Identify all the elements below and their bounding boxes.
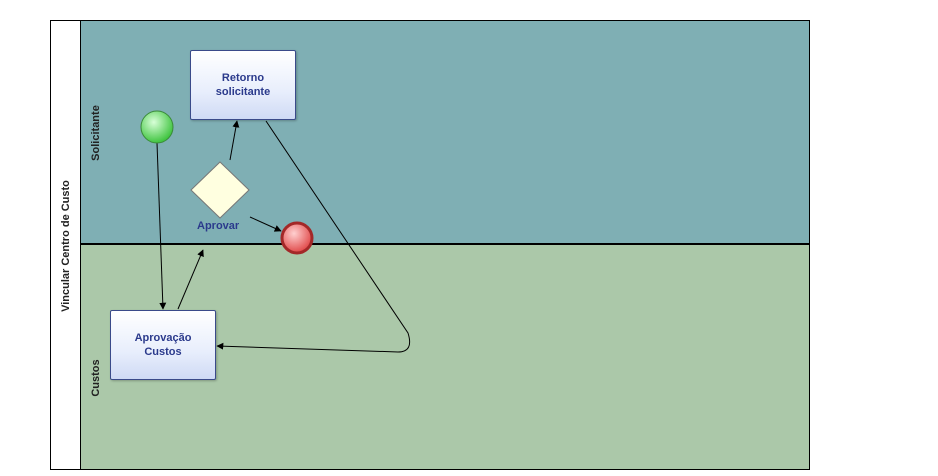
gateway-label: Aprovar	[197, 220, 240, 232]
task-aprovacao-custos[interactable]: Aprovação Custos	[110, 310, 216, 380]
flow-aprovacao-to-gateway[interactable]	[177, 249, 204, 310]
start-event[interactable]	[140, 110, 174, 144]
flow-gateway-to-end[interactable]	[249, 216, 282, 232]
task-retorno-label: Retorno solicitante	[215, 72, 271, 98]
pool: Vincular Centro de Custo Solicitante Cus…	[50, 20, 810, 470]
flow-retorno-to-aprovacao[interactable]	[216, 120, 411, 353]
flow-gateway-to-retorno[interactable]	[229, 120, 240, 161]
task-retorno-solicitante[interactable]: Retorno solicitante	[190, 50, 296, 120]
flow-start-to-aprovacao[interactable]	[156, 142, 167, 310]
task-aprovacao-label: Aprovação Custos	[134, 332, 192, 358]
gateway-diamond[interactable]	[190, 161, 250, 219]
pool-header: Vincular Centro de Custo	[51, 21, 81, 469]
end-event[interactable]	[280, 221, 314, 255]
